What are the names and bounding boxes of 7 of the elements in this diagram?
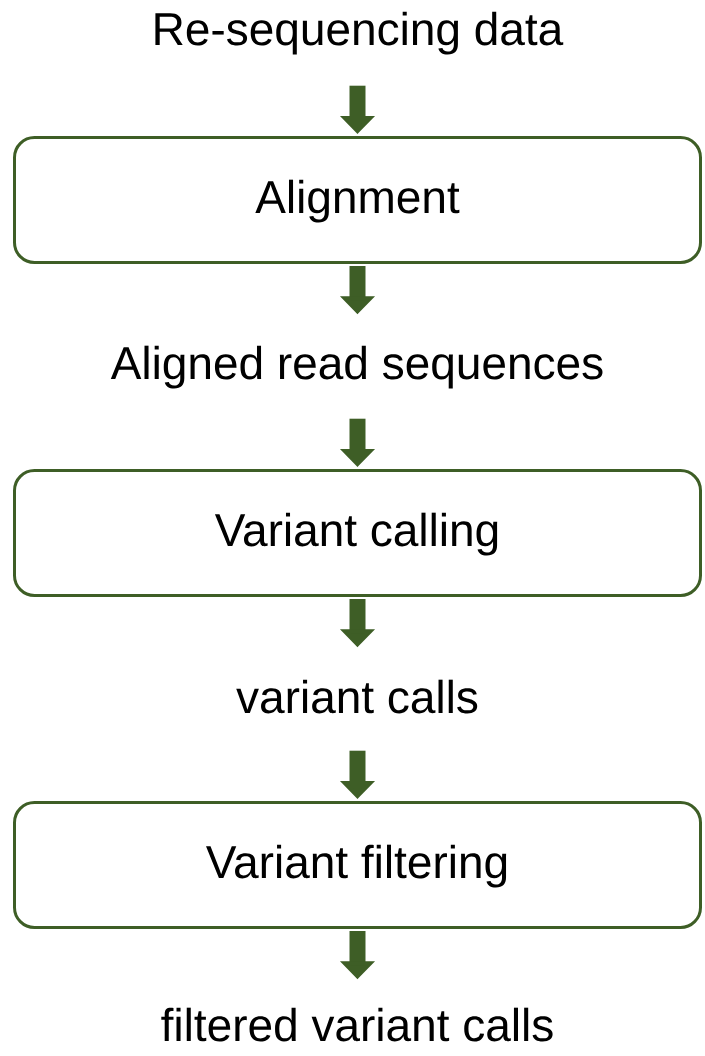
process-box: Alignment (13, 136, 702, 264)
data-label: filtered variant calls (161, 1007, 553, 1042)
data-label: Re-sequencing data (155, 11, 564, 55)
process-box: Variant calling (13, 469, 702, 597)
data-label: variant calls (236, 679, 478, 714)
process-box: Variant filtering (13, 801, 702, 929)
data-label: Aligned read sequences (110, 345, 603, 389)
